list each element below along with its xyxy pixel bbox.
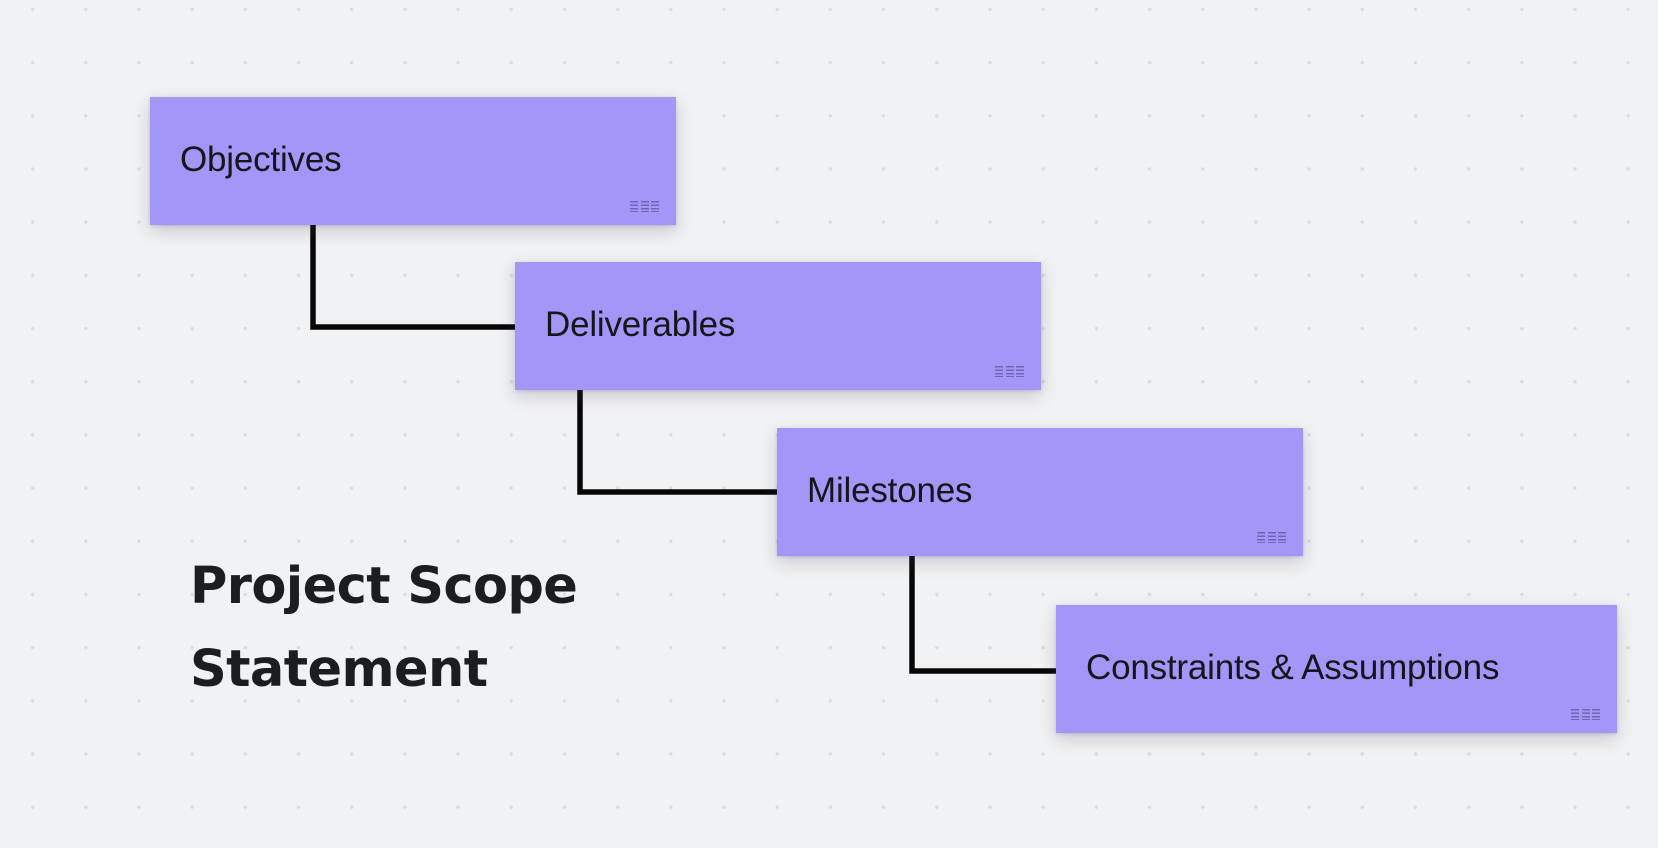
- card-deliverables[interactable]: Deliverables: [515, 262, 1041, 390]
- card-label: Deliverables: [545, 304, 736, 344]
- card-label: Constraints & Assumptions: [1086, 647, 1500, 687]
- grid-handle-icon[interactable]: [1257, 532, 1286, 543]
- grid-handle-icon[interactable]: [995, 366, 1024, 377]
- card-constraints-assumptions[interactable]: Constraints & Assumptions: [1056, 605, 1617, 733]
- page-title: Project Scope Statement: [190, 557, 578, 699]
- card-label: Objectives: [180, 139, 342, 179]
- card-milestones[interactable]: Milestones: [777, 428, 1303, 556]
- connector-deliverables-milestones: [577, 390, 777, 495]
- card-objectives[interactable]: Objectives: [150, 97, 676, 225]
- card-label: Milestones: [807, 470, 973, 510]
- grid-handle-icon[interactable]: [630, 201, 659, 212]
- grid-handle-icon[interactable]: [1571, 709, 1600, 720]
- connector-objectives-deliverables: [310, 225, 515, 330]
- connector-milestones-constraints: [909, 556, 1056, 674]
